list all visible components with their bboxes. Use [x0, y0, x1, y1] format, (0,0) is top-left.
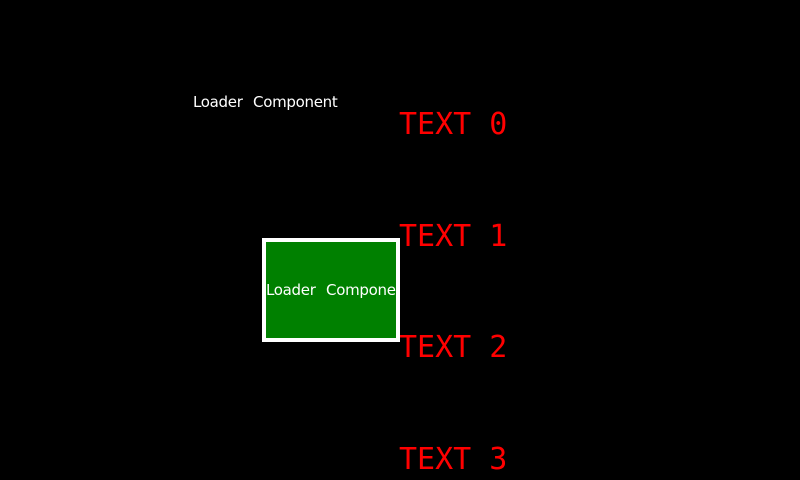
text-item-red-2: TEXT 2: [399, 330, 508, 366]
loader-component-label: Loader Component: [193, 93, 338, 111]
text-item-red-0: TEXT 0: [399, 107, 508, 142]
text-list: TEXT 0 TEXT 1 TEXT 2 TEXT 3 TEXT 4 TEXT …: [399, 34, 507, 480]
text-item-red-3: TEXT 3: [399, 441, 508, 477]
text-item-red-1: TEXT 1: [399, 218, 508, 254]
loader-box-label: Loader Component: [266, 280, 400, 299]
loader-box: Loader Component: [262, 238, 400, 342]
